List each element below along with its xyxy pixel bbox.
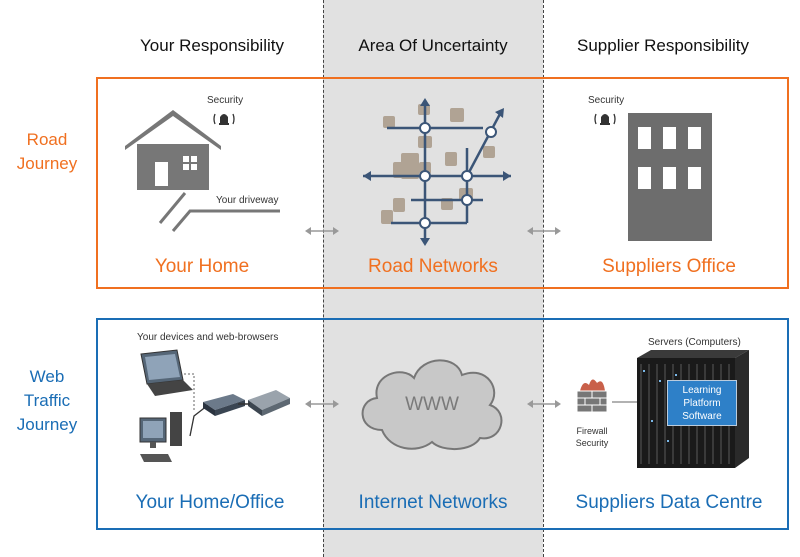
lp-line2: Platform <box>683 398 721 409</box>
desktop-computer-icon <box>139 412 182 462</box>
external-drive-icon <box>248 390 290 416</box>
firewall-link <box>612 401 638 403</box>
row-label-road-line1: Road <box>26 130 68 149</box>
row-label-road: Road Journey <box>0 128 94 176</box>
learning-platform-box: Learning Platform Software <box>667 380 737 426</box>
servers-caption: Servers (Computers) <box>648 337 741 348</box>
suppliers-office-title: Suppliers Office <box>602 256 736 277</box>
driveway-lines <box>158 192 280 232</box>
driveway-label: Your driveway <box>216 195 279 206</box>
divider-left <box>323 0 324 557</box>
cable-line <box>184 373 195 410</box>
your-home-title: Your Home <box>154 256 250 277</box>
firewall-line2: Security <box>575 438 609 448</box>
suppliers-data-centre-title: Suppliers Data Centre <box>575 492 763 513</box>
double-arrow-icon <box>527 400 561 408</box>
row-label-web: Web Traffic Journey <box>0 365 94 437</box>
double-arrow-icon <box>527 227 561 235</box>
office-building-icon <box>628 113 712 241</box>
row-label-web-line3: Journey <box>16 415 78 434</box>
column-header-your-responsibility: Your Responsibility <box>140 36 284 55</box>
road-journey-box <box>96 77 789 289</box>
uncertainty-area <box>323 0 543 557</box>
firewall-caption: Firewall Security <box>565 425 619 449</box>
road-map-icon <box>363 98 511 246</box>
cloud-www-label: WWW <box>405 394 459 415</box>
web-journey-box <box>96 318 789 530</box>
lp-line1: Learning <box>682 385 722 396</box>
lp-line3: Software <box>682 411 722 422</box>
link-line <box>238 403 250 405</box>
firewall-icon <box>576 379 608 413</box>
home-security-label: Security <box>207 95 244 106</box>
your-home-office-title: Your Home/Office <box>135 492 285 513</box>
house-icon <box>125 110 221 190</box>
road-networks-title: Road Networks <box>368 256 498 277</box>
row-label-web-line1: Web <box>29 367 65 386</box>
cloud-icon <box>361 359 503 450</box>
column-header-uncertainty: Area Of Uncertainty <box>358 36 508 55</box>
laptop-icon <box>140 349 193 396</box>
row-label-road-line2: Journey <box>16 154 78 173</box>
devices-caption: Your devices and web-browsers <box>137 332 279 343</box>
alarm-icon <box>213 113 235 125</box>
router-icon <box>203 394 245 416</box>
office-security-label: Security <box>588 95 625 106</box>
alarm-icon <box>594 113 616 125</box>
double-arrow-icon <box>305 227 339 235</box>
internet-networks-title: Internet Networks <box>358 492 508 513</box>
double-arrow-icon <box>305 400 339 408</box>
firewall-line1: Firewall <box>576 426 608 436</box>
divider-right <box>543 0 544 557</box>
row-label-web-line2: Traffic <box>23 391 71 410</box>
column-header-supplier-responsibility: Supplier Responsibility <box>577 36 749 55</box>
